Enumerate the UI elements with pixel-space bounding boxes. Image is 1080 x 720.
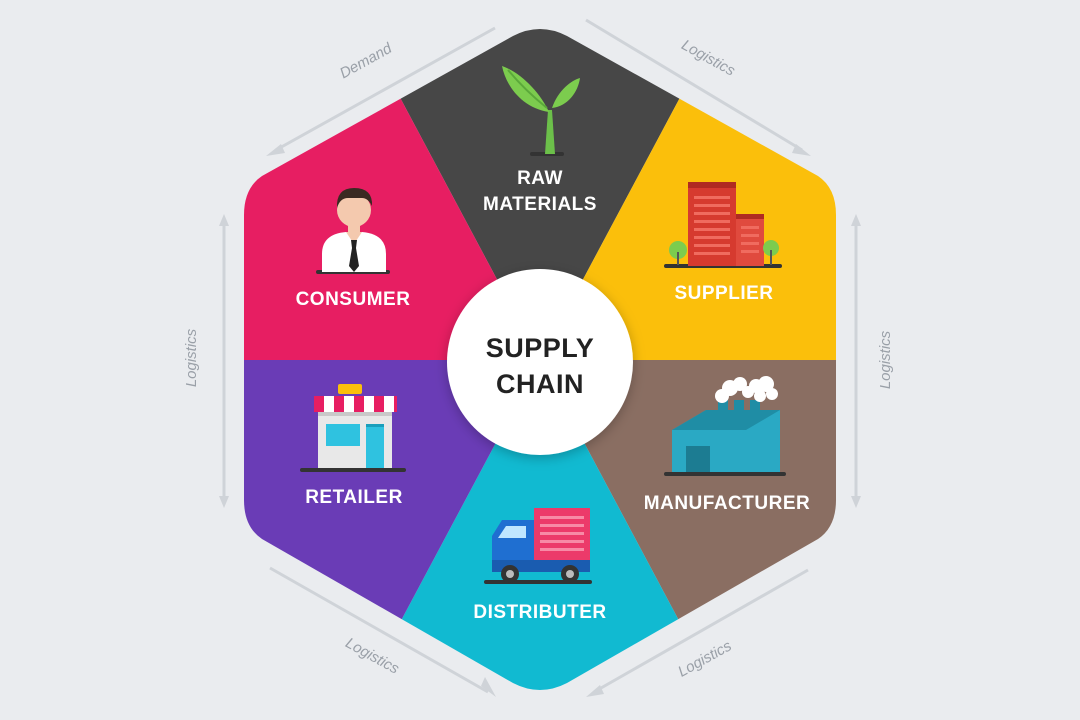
logistics-bottom-left-arrow xyxy=(269,566,496,697)
demand-label: Demand xyxy=(337,40,395,83)
segment-raw-materials xyxy=(380,60,700,360)
label-consumer: CONSUMER xyxy=(296,289,411,310)
factory-icon xyxy=(664,376,786,476)
center-title-line2: CHAIN xyxy=(496,369,584,399)
label-retailer: RETAILER xyxy=(305,487,403,508)
label-manufacturer: MANUFACTURER xyxy=(644,493,810,514)
logistics-bottom-right-arrow xyxy=(586,568,809,697)
logistics-left-label: Logistics xyxy=(183,328,200,387)
building-icon xyxy=(664,182,782,268)
label-raw-materials-line1: RAW xyxy=(517,168,563,189)
demand-arrow xyxy=(266,26,496,156)
logistics-right-label: Logistics xyxy=(877,330,894,389)
logistics-right-arrow xyxy=(851,214,861,508)
flow-arrows xyxy=(219,18,861,697)
center-hub: SUPPLY CHAIN xyxy=(447,269,633,455)
logistics-top-right-arrow xyxy=(585,18,811,156)
segment-raw-materials-top xyxy=(380,29,700,60)
label-supplier: SUPPLIER xyxy=(674,283,773,304)
logistics-top-right-label: Logistics xyxy=(679,36,739,79)
label-raw-materials-line2: MATERIALS xyxy=(483,194,597,215)
logistics-bottom-right-label: Logistics xyxy=(675,637,735,680)
logistics-bottom-left-label: Logistics xyxy=(343,634,403,677)
truck-icon xyxy=(484,508,592,584)
person-icon xyxy=(316,188,390,274)
label-distributer: DISTRIBUTER xyxy=(473,602,606,623)
logistics-left-arrow xyxy=(219,214,229,508)
store-icon xyxy=(300,384,406,472)
center-circle xyxy=(447,269,633,455)
center-title-line1: SUPPLY xyxy=(486,333,595,363)
segment-distributer-bottom xyxy=(380,660,700,690)
plant-icon xyxy=(502,66,580,156)
